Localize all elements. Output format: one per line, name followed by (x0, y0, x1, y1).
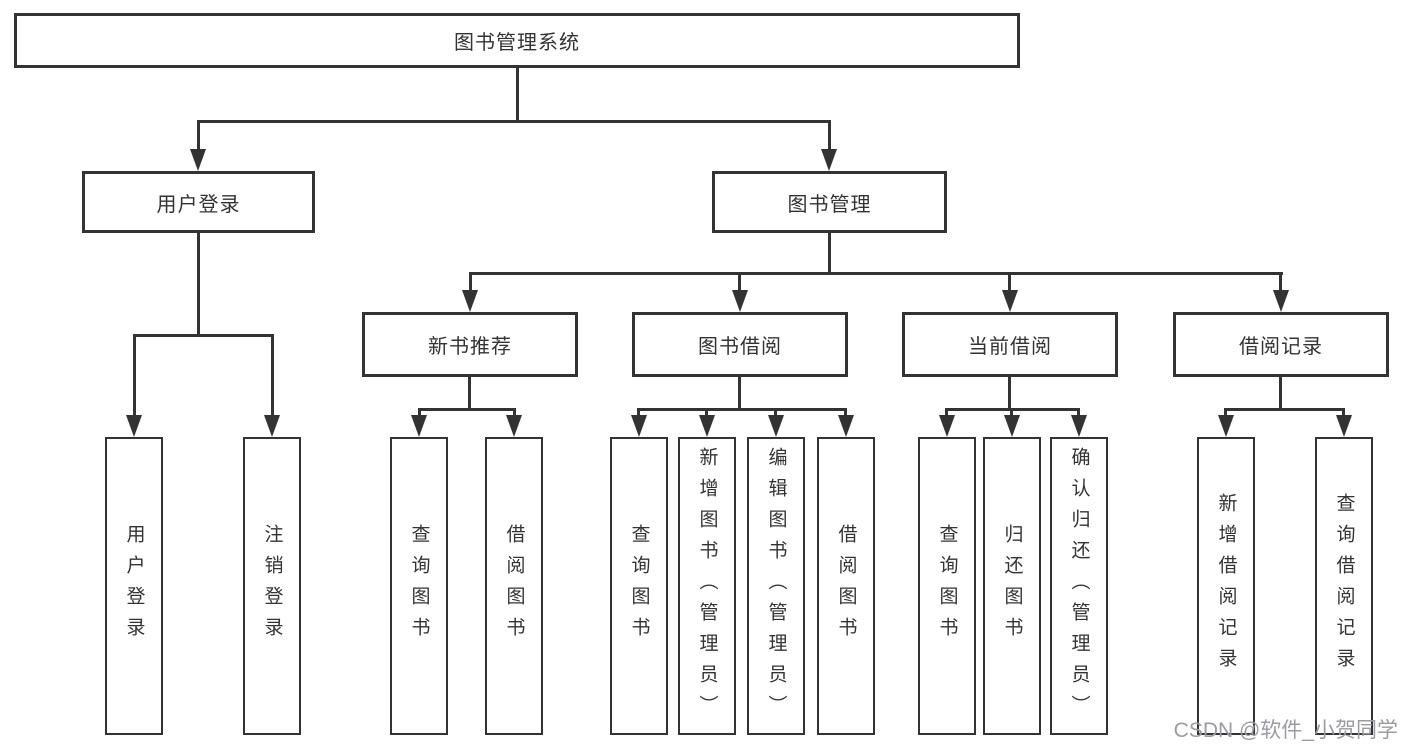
line-segment (516, 68, 519, 123)
line-segment (468, 377, 471, 410)
line-segment (637, 408, 640, 417)
arrowhead-icon (411, 415, 427, 437)
line-segment (197, 120, 200, 151)
node-user-login: 用户登录 (82, 171, 315, 233)
line-segment (133, 334, 136, 416)
node-borrow-records: 借阅记录 (1173, 312, 1389, 377)
line-segment (469, 272, 472, 292)
leaf-add-books-admin: 新增图书（管理员） (678, 437, 736, 735)
node-borrow-records-label: 借阅记录 (1239, 336, 1323, 358)
line-segment (133, 334, 274, 337)
line-segment (418, 408, 516, 411)
arrowhead-icon (1002, 290, 1018, 312)
arrowhead-icon (264, 415, 280, 437)
arrowhead-icon (190, 149, 206, 171)
leaf-logout-label: 注销登录 (261, 524, 283, 648)
line-segment (1224, 408, 1227, 417)
line-segment (945, 408, 948, 417)
arrowhead-icon (462, 290, 478, 312)
node-book-management-label: 图书管理 (787, 193, 872, 216)
line-segment (638, 408, 847, 411)
arrowhead-icon (1004, 415, 1020, 437)
line-segment (1077, 408, 1080, 417)
leaf-query-books-borrow: 查询图书 (610, 437, 668, 735)
arrowhead-icon (838, 415, 854, 437)
leaf-user-login: 用户登录 (105, 437, 163, 735)
leaf-add-books-admin-label: 新增图书（管理员） (696, 446, 718, 726)
leaf-return-books-label: 归还图书 (1001, 524, 1023, 648)
line-segment (705, 408, 708, 417)
arrowhead-icon (939, 415, 955, 437)
leaf-confirm-return-admin: 确认归还（管理员） (1050, 437, 1108, 735)
leaf-add-borrow-record-label: 新增借阅记录 (1215, 493, 1237, 679)
arrowhead-icon (631, 415, 647, 437)
leaf-query-books-current: 查询图书 (918, 437, 976, 735)
leaf-borrow-books: 借阅图书 (817, 437, 875, 735)
leaf-query-books-current-label: 查询图书 (936, 524, 958, 648)
line-segment (513, 408, 516, 417)
leaf-confirm-return-admin-label: 确认归还（管理员） (1068, 446, 1090, 726)
line-segment (774, 408, 777, 417)
node-root: 图书管理系统 (14, 13, 1020, 68)
node-book-borrow-label: 图书借阅 (698, 336, 782, 358)
line-segment (1279, 377, 1282, 410)
node-root-label: 图书管理系统 (454, 32, 580, 54)
arrowhead-icon (1218, 415, 1234, 437)
line-segment (469, 272, 1283, 275)
node-book-borrow: 图书借阅 (632, 312, 848, 377)
line-segment (1008, 377, 1011, 410)
line-segment (197, 120, 831, 123)
line-segment (828, 233, 831, 274)
leaf-borrow-books-recommend-label: 借阅图书 (503, 524, 525, 648)
line-segment (1008, 272, 1011, 292)
leaf-edit-books-admin-label: 编辑图书（管理员） (765, 446, 787, 726)
line-segment (844, 408, 847, 417)
leaf-borrow-books-label: 借阅图书 (835, 524, 857, 648)
line-segment (197, 233, 200, 337)
node-current-borrow: 当前借阅 (902, 312, 1118, 377)
line-segment (1342, 408, 1345, 417)
line-segment (271, 334, 274, 416)
node-user-login-label: 用户登录 (156, 193, 241, 216)
leaf-user-login-label: 用户登录 (123, 524, 145, 648)
watermark-text: CSDN @软件_小贺同学 (1173, 719, 1398, 742)
arrowhead-icon (506, 415, 522, 437)
arrowhead-icon (1071, 415, 1087, 437)
line-segment (946, 408, 1080, 411)
line-segment (1279, 272, 1282, 292)
leaf-edit-books-admin: 编辑图书（管理员） (747, 437, 805, 735)
line-segment (418, 408, 421, 417)
leaf-return-books: 归还图书 (983, 437, 1041, 735)
node-new-book-recommend-label: 新书推荐 (428, 336, 512, 358)
arrowhead-icon (732, 290, 748, 312)
arrowhead-icon (768, 415, 784, 437)
leaf-query-books-borrow-label: 查询图书 (628, 524, 650, 648)
arrowhead-icon (126, 415, 142, 437)
leaf-add-borrow-record: 新增借阅记录 (1197, 437, 1255, 735)
leaf-query-borrow-record: 查询借阅记录 (1315, 437, 1373, 735)
leaf-query-books-recommend-label: 查询图书 (408, 524, 430, 648)
line-segment (828, 120, 831, 151)
arrowhead-icon (1273, 290, 1289, 312)
line-segment (738, 272, 741, 292)
node-current-borrow-label: 当前借阅 (968, 336, 1052, 358)
node-book-management: 图书管理 (712, 171, 947, 233)
arrowhead-icon (821, 149, 837, 171)
node-new-book-recommend: 新书推荐 (362, 312, 578, 377)
arrowhead-icon (699, 415, 715, 437)
leaf-query-books-recommend: 查询图书 (390, 437, 448, 735)
leaf-borrow-books-recommend: 借阅图书 (485, 437, 543, 735)
line-segment (1225, 408, 1345, 411)
arrowhead-icon (1336, 415, 1352, 437)
line-segment (1010, 408, 1013, 417)
leaf-logout: 注销登录 (243, 437, 301, 735)
line-segment (738, 377, 741, 410)
leaf-query-borrow-record-label: 查询借阅记录 (1333, 493, 1355, 679)
